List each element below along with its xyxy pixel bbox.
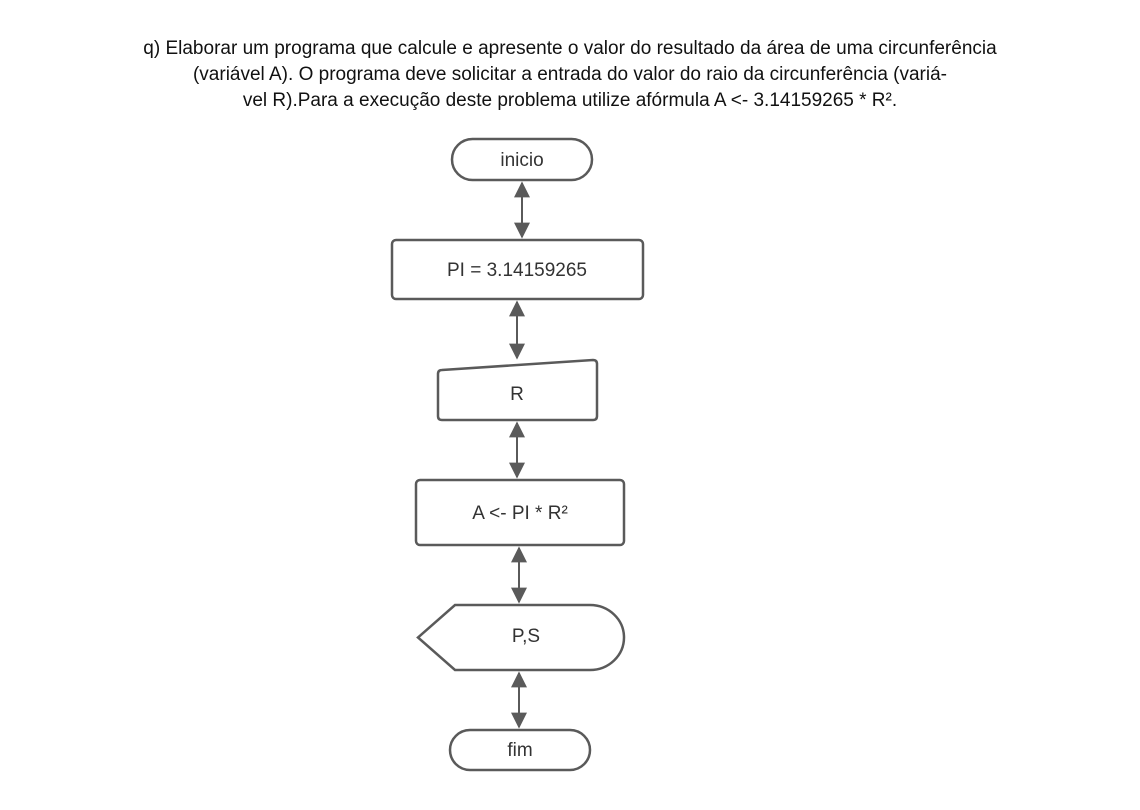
pi-assignment-box: PI = 3.14159265: [390, 238, 645, 301]
start-terminator: inicio: [450, 137, 594, 182]
end-label: fim: [507, 740, 532, 761]
statement-line-3: vel R).Para a execução deste problema ut…: [242, 90, 898, 111]
area-calculation-label: A <- PI * R²: [472, 503, 568, 524]
problem-statement: q) Elaborar um programa que calcule e ap…: [0, 36, 1140, 114]
end-terminator: fim: [448, 728, 592, 772]
input-box: R: [436, 358, 599, 422]
area-calculation-box: A <- PI * R²: [414, 478, 626, 547]
statement-line-1: q) Elaborar um programa que calcule e ap…: [143, 38, 997, 59]
display-output-shape: P,S: [416, 603, 626, 672]
pi-assignment-label: PI = 3.14159265: [447, 260, 587, 281]
start-label: inicio: [500, 150, 543, 171]
statement-line-2: (variável A). O programa deve solicitar …: [192, 64, 948, 85]
input-label: R: [510, 384, 524, 405]
output-label: P,S: [512, 626, 540, 647]
